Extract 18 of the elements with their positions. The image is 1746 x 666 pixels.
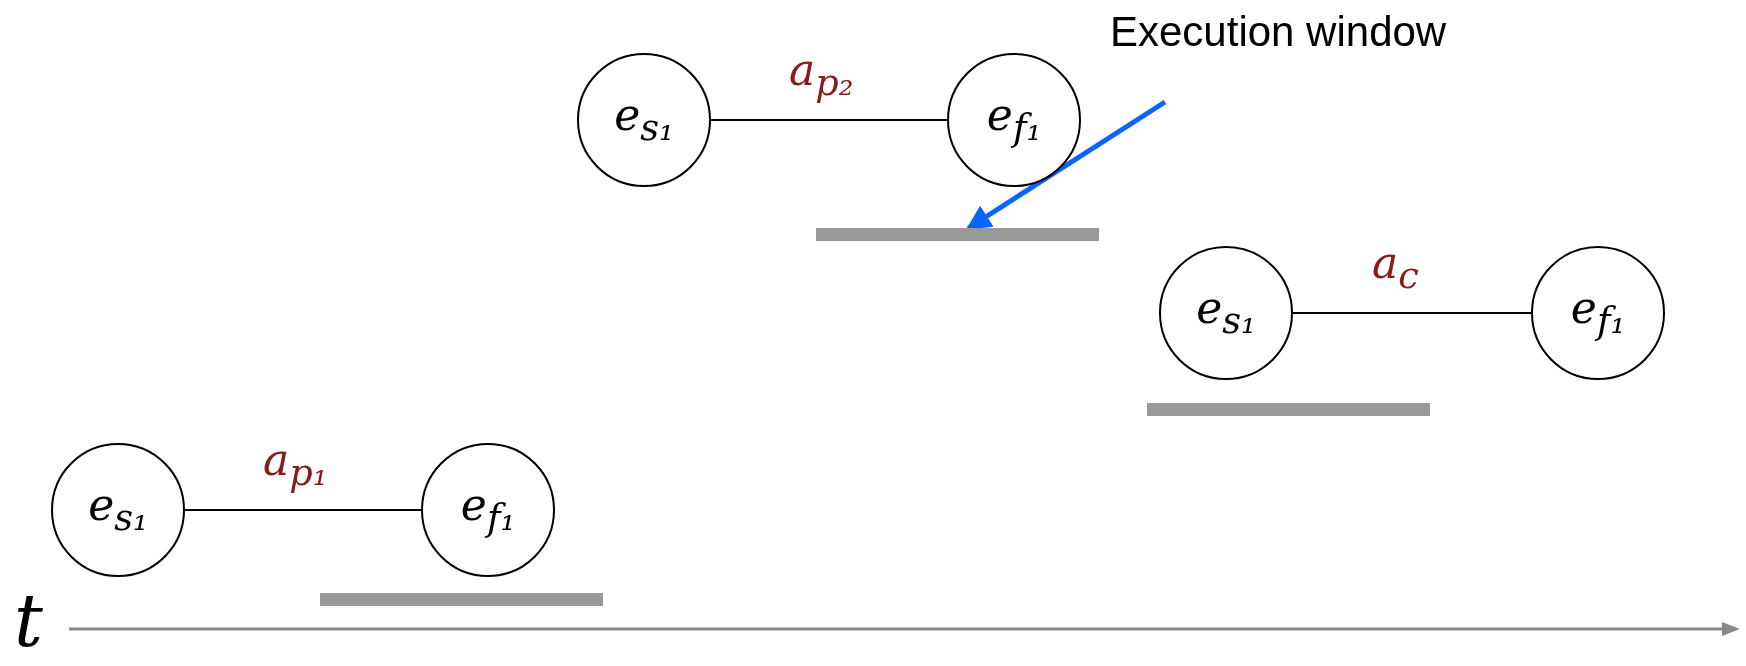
event-symbol: e$_{s₁}$ — [614, 93, 674, 147]
edge-label: a$_{p₂}$ — [789, 48, 854, 102]
connector-line — [710, 119, 948, 121]
timeline-bar — [816, 228, 1099, 241]
event-symbol: e$_{f₁}$ — [1570, 286, 1626, 340]
leader-arrow — [965, 99, 1167, 231]
axis-label: t — [14, 585, 43, 657]
edge-label: a$_{c}$ — [1372, 241, 1419, 295]
event-symbol: e$_{f₁}$ — [460, 483, 516, 537]
connector-line — [184, 509, 422, 511]
timeline-bar — [1147, 403, 1430, 416]
event-symbol: e$_{s₁}$ — [1196, 286, 1256, 340]
edge-label: a$_{p₁}$ — [263, 438, 328, 492]
callout-text: Execution window — [1110, 8, 1450, 56]
event-symbol: e$_{s₁}$ — [88, 483, 148, 537]
event-symbol: e$_{f₁}$ — [986, 93, 1042, 147]
timeline-bar — [320, 593, 603, 606]
connector-line — [1292, 312, 1532, 314]
